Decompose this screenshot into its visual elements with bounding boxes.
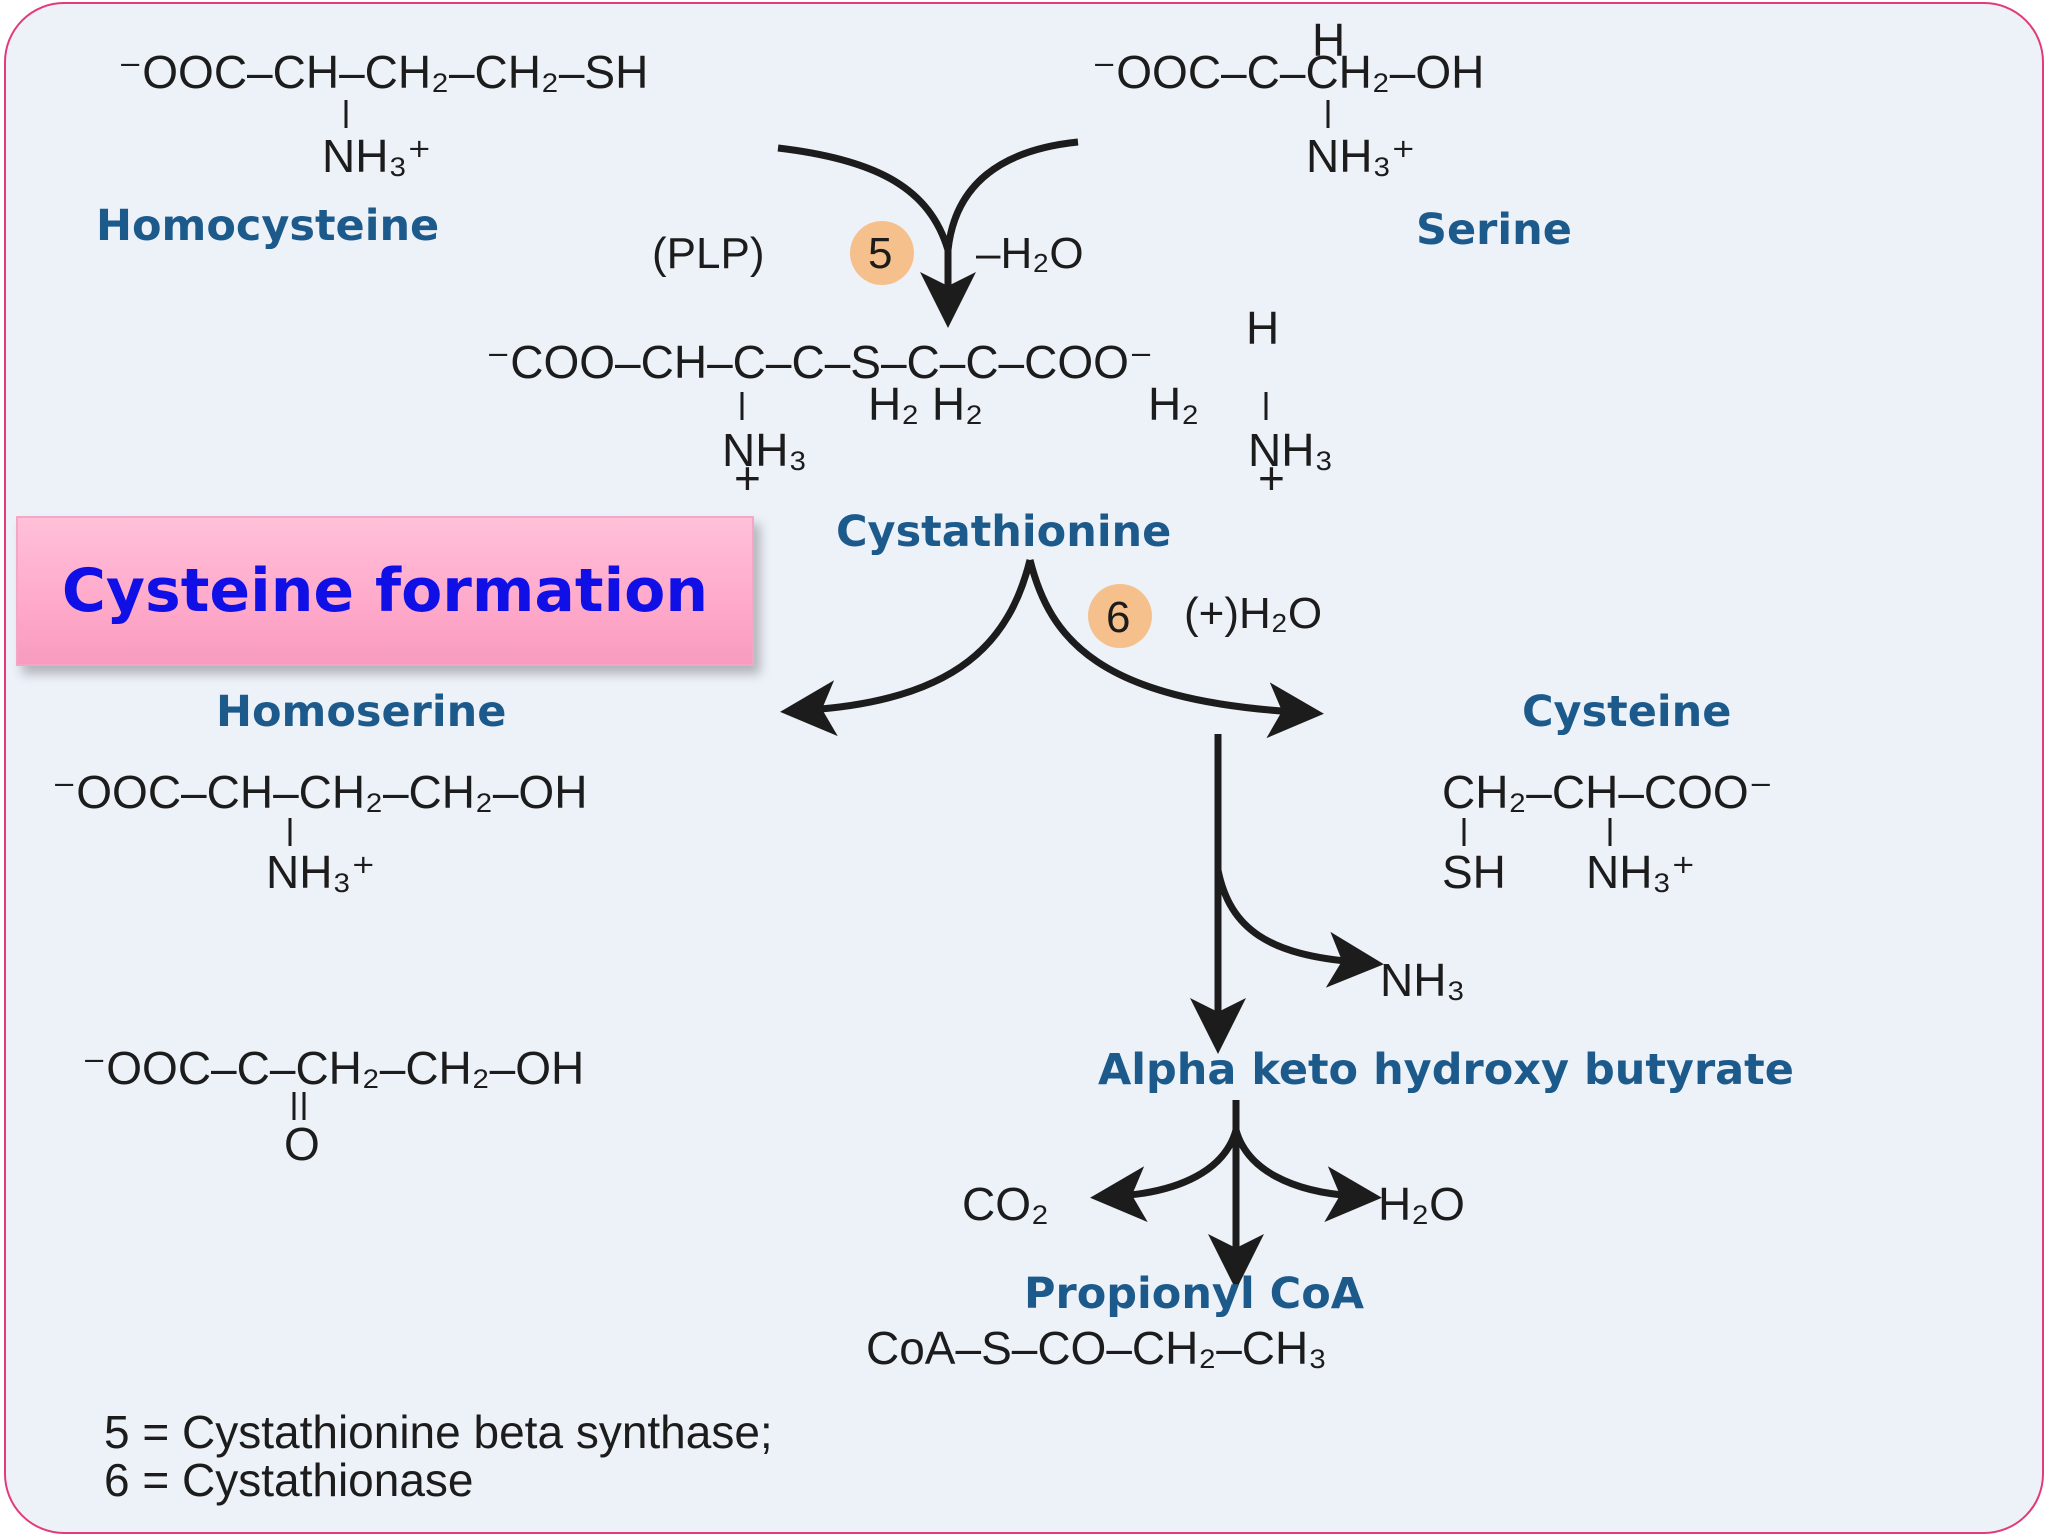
cystathionine-h2-left: H₂ H₂ xyxy=(868,378,983,430)
step6-reagent: (+)H₂O xyxy=(1184,589,1322,638)
ammonia-label: NH₃ xyxy=(1380,954,1465,1006)
co2-label: CO₂ xyxy=(962,1178,1049,1230)
step6-number-circle xyxy=(1088,584,1152,648)
propionyl-coa-label: Propionyl CoA xyxy=(1024,1269,1365,1319)
step6-homoserine-arrow xyxy=(780,559,1034,737)
cysteine-formula: CH₂–CH–COO⁻ xyxy=(1442,766,1773,818)
cystathionine-charge-left: + xyxy=(734,452,761,504)
title-banner: Cysteine formation xyxy=(16,516,754,666)
slide-title: Cysteine formation xyxy=(61,556,709,626)
homoserine-label: Homoserine xyxy=(216,687,506,737)
cystathionine-label: Cystathionine xyxy=(836,507,1171,557)
cystathionine-amine-right: NH₃ xyxy=(1248,424,1333,476)
serine-label: Serine xyxy=(1416,205,1572,255)
cystathionine-amine-left: NH₃ xyxy=(722,424,807,476)
homoserine-formula: ⁻OOC–CH–CH₂–CH₂–OH xyxy=(52,766,587,818)
co2-release-arrow xyxy=(1090,1128,1240,1223)
cystathionine-h2-right: H₂ xyxy=(1148,378,1199,430)
homoserine-amine: NH₃⁺ xyxy=(266,846,375,898)
slide-frame xyxy=(4,2,2044,1534)
legend-enzyme-5: 5 = Cystathionine beta synthase; xyxy=(104,1406,773,1458)
homocysteine-amine: NH₃⁺ xyxy=(322,130,431,182)
serine-hydrogen: H xyxy=(1312,14,1345,66)
cystathionine-formula: ⁻COO–CH–C–C–S–C–C–COO⁻ xyxy=(486,336,1153,388)
homocysteine-formula: ⁻OOC–CH–CH₂–CH₂–SH xyxy=(118,46,648,98)
ketobutyrate-formula: ⁻OOC–C–CH₂–CH₂–OH xyxy=(82,1042,584,1094)
serine-formula: ⁻OOC–C–CH₂–OH xyxy=(1092,46,1484,98)
legend-enzyme-6: 6 = Cystathionase xyxy=(104,1454,474,1506)
step6-number: 6 xyxy=(1106,593,1130,642)
h2o-label: H₂O xyxy=(1378,1178,1465,1230)
cystathionine-charge-right: + xyxy=(1258,452,1285,504)
ammonia-release-arrow xyxy=(1214,869,1384,988)
cystathionine-hydrogen: H xyxy=(1246,302,1279,354)
step5-byproduct: –H₂O xyxy=(976,229,1084,278)
serine-amine: NH₃⁺ xyxy=(1306,130,1415,182)
step5-number-circle xyxy=(850,221,914,285)
h2o-release-arrow xyxy=(1232,1128,1382,1223)
step5-cofactor: (PLP) xyxy=(652,229,764,278)
step5-number: 5 xyxy=(868,229,892,278)
alpha-keto-label: Alpha keto hydroxy butyrate xyxy=(1098,1045,1794,1095)
step5-homocysteine-arrow xyxy=(777,144,952,252)
ketobutyrate-oxygen: O xyxy=(284,1118,320,1170)
homocysteine-label: Homocysteine xyxy=(96,201,439,251)
propionyl-coa-formula: CoA–S–CO–CH₂–CH₃ xyxy=(866,1322,1327,1374)
cysteine-thiol: SH xyxy=(1442,846,1506,898)
cysteine-amine: NH₃⁺ xyxy=(1586,846,1695,898)
step5-main-arrow xyxy=(920,138,1079,328)
cysteine-label: Cysteine xyxy=(1522,687,1731,737)
step6-cysteine-arrow xyxy=(1026,559,1324,739)
